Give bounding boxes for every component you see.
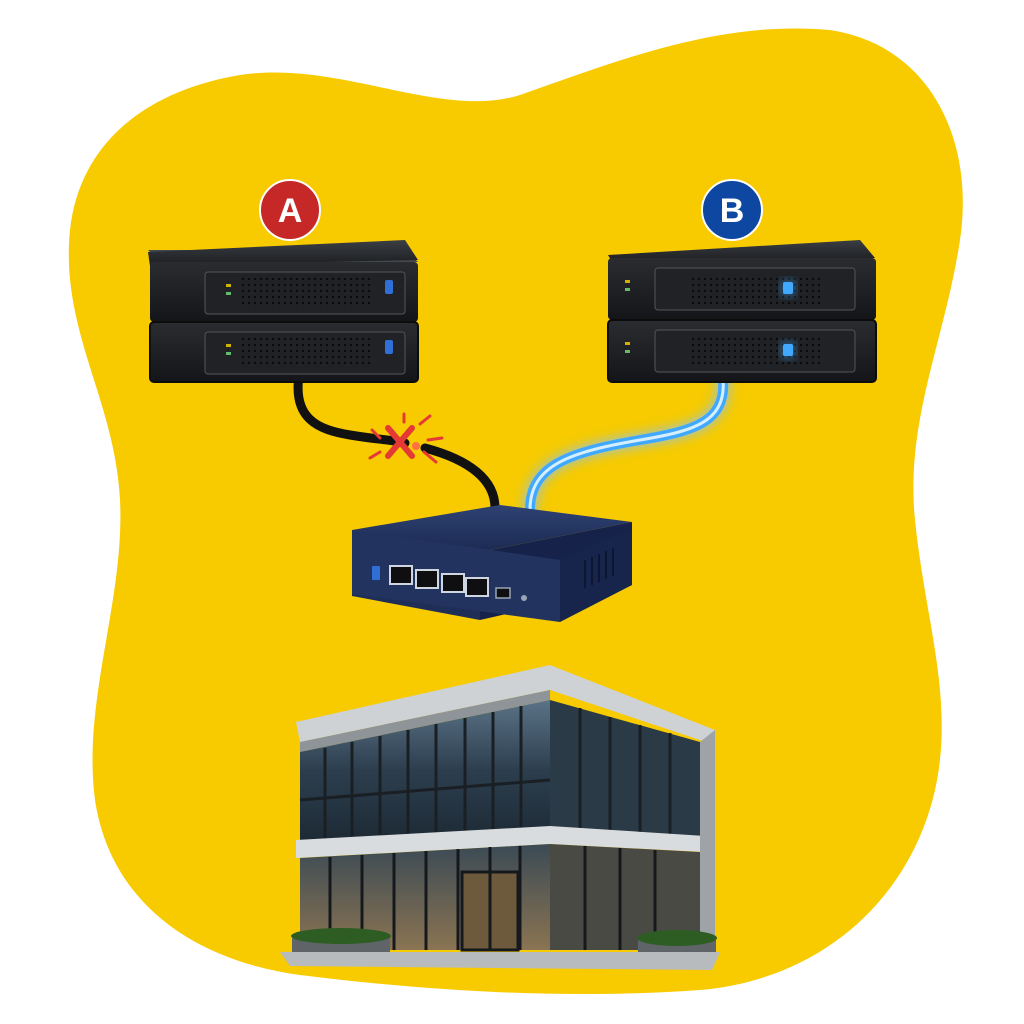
router-ports: [372, 565, 527, 601]
router: [352, 505, 632, 622]
badge-a-label: A: [278, 192, 303, 230]
server-a: [148, 240, 419, 383]
broken-link-a: [293, 365, 500, 513]
badge-b-label: B: [720, 192, 745, 230]
failure-x-icon: [368, 412, 444, 464]
server-b: [607, 240, 877, 383]
badge-b: B: [701, 179, 763, 241]
office-building: [280, 665, 720, 970]
active-link-b: [525, 365, 729, 515]
badge-a: A: [259, 179, 321, 241]
